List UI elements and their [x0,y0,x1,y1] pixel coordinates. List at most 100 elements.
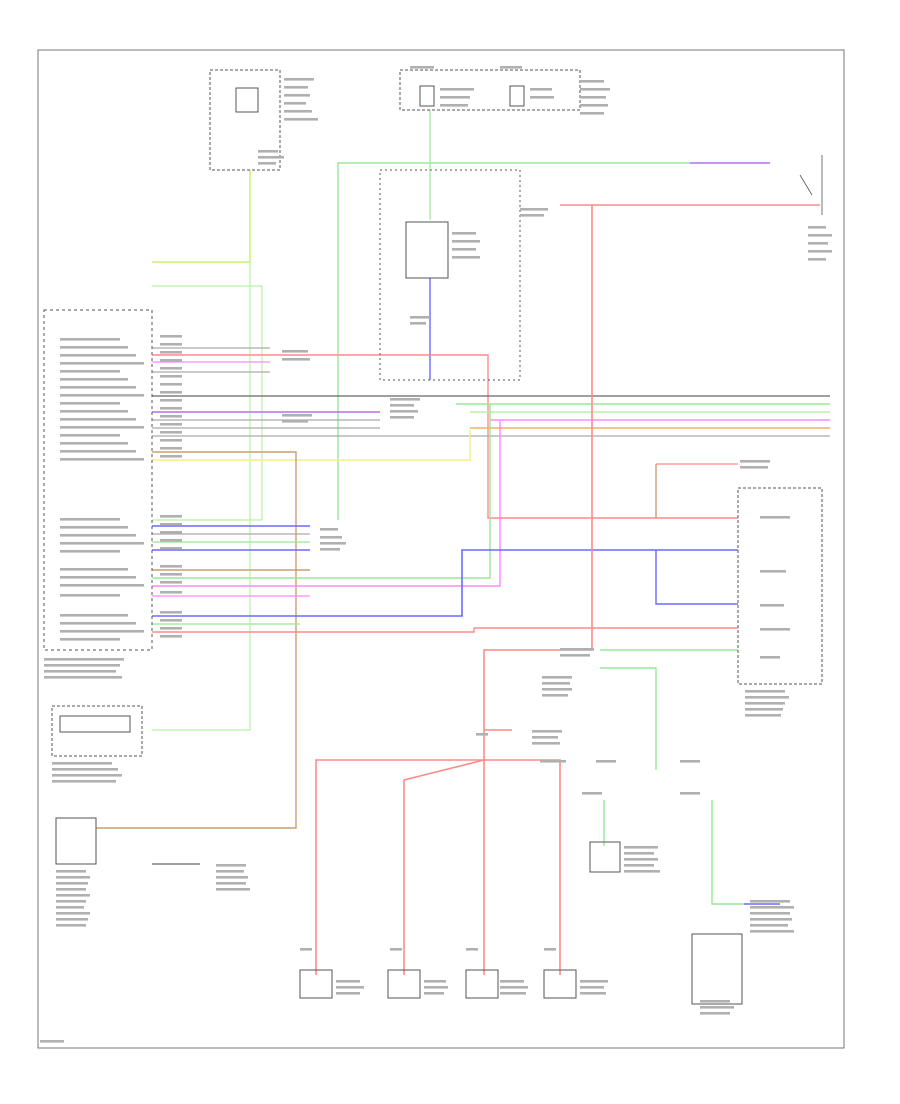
wire-yellowgreen-top [152,170,251,263]
relay-box [405,221,449,279]
wire-color-label [160,367,182,370]
label-mark [808,234,832,237]
control-unit-pin-label [60,338,120,341]
wire-color-label [160,391,182,394]
wire-color-label [160,565,182,568]
diagram-border [37,49,845,1049]
label-mark [520,208,548,211]
wire-blue-right [152,549,738,617]
label-mark [750,924,788,927]
label-mark [624,852,654,855]
control-unit-outline [43,309,153,651]
label-mark [745,702,785,705]
trunk-switch [589,841,621,873]
wire-color-label [160,335,182,338]
component-outlines [43,69,823,1005]
label-mark [258,156,284,159]
wire-green-right-3 [600,667,657,770]
label-mark [56,882,88,885]
control-unit-pin-label [60,568,128,571]
label-mark [745,690,785,693]
label-mark [680,792,700,795]
label-mark [284,94,310,97]
wire-color-label [160,415,182,418]
label-mark [700,1000,730,1003]
label-mark [56,900,86,903]
label-mark [760,656,780,659]
wire-color-label [160,351,182,354]
label-mark [542,682,570,685]
wire-color-label [160,573,182,576]
label-mark [500,986,528,989]
label-mark [530,96,554,99]
fuse-center-1 [419,85,435,107]
wire-brown-door [96,451,297,829]
label-mark [542,688,572,691]
label-mark [284,78,314,81]
label-mark [745,714,781,717]
label-mark [320,548,340,551]
control-unit-pin-label [60,370,120,373]
wire-blue-down [655,550,738,605]
control-unit-pin-label [60,378,128,381]
seat-belt-inner [59,715,131,733]
wire-color-label [160,531,182,534]
label-mark [500,980,524,983]
integrated-control-area [379,169,521,381]
wire-color-label [160,611,182,614]
label-mark [580,986,604,989]
label-mark [390,410,418,413]
wire-red-switch-1 [315,759,484,975]
control-unit-pin-label [60,426,144,429]
label-mark [750,900,790,903]
hood-switch [799,155,823,215]
label-mark [56,876,90,879]
label-mark [336,992,360,995]
label-mark [216,888,250,891]
label-mark [808,226,826,229]
label-mark [476,733,488,736]
label-mark [216,876,248,879]
label-mark [466,948,478,951]
control-unit-pin-label [60,354,136,357]
label-mark [580,80,604,83]
door-switch-4 [543,969,577,999]
wire-color-label [160,635,182,638]
label-mark [410,322,426,325]
control-unit-pin-label [60,362,144,365]
label-mark [760,628,790,631]
label-mark [56,894,90,897]
wire-yellow [152,430,471,461]
wire-green-key [711,800,744,905]
fuse-center-2 [509,85,525,107]
label-mark [750,912,790,915]
label-mark [336,986,364,989]
label-mark [760,516,790,519]
label-mark [284,102,306,105]
label-mark [390,404,414,407]
label-mark [410,66,434,69]
label-mark [740,460,770,463]
label-mark [580,980,608,983]
wire-color-label [160,523,182,526]
label-mark [390,948,402,951]
label-mark [580,112,604,115]
control-unit-pin-label [60,638,120,641]
label-mark [530,88,552,91]
wire-color-label [160,547,182,550]
wire-group [96,110,830,975]
label-mark [542,676,572,679]
label-mark [540,760,566,763]
control-unit-pin-label [60,630,144,633]
label-mark [336,980,360,983]
label-mark [750,918,792,921]
wire-color-label [160,431,182,434]
wire-color-label [160,539,182,542]
label-mark [452,240,480,243]
label-mark [282,420,308,423]
wire-color-label [160,359,182,362]
label-mark [440,104,468,107]
label-mark [532,736,558,739]
wire-lightgreen-loop [152,285,263,521]
